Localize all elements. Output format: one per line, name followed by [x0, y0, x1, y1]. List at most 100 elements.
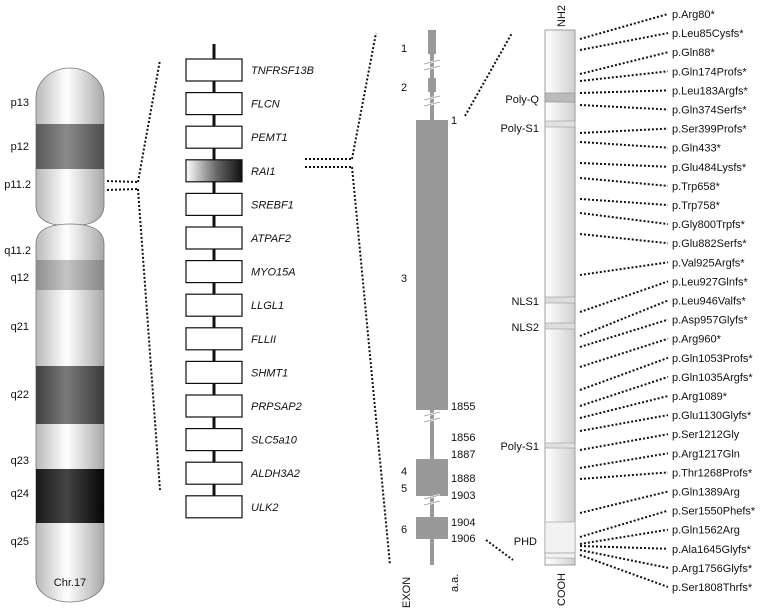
gene-box	[185, 495, 243, 519]
domain-polyq	[544, 92, 576, 103]
mutation-label: p.Arg960*	[672, 334, 722, 346]
mutation-label: p.Leu946Valfs*	[672, 296, 747, 308]
gene-label: ALDH3A2	[250, 468, 300, 480]
band-label: p13	[11, 97, 29, 109]
mutation-leader-line	[579, 452, 669, 469]
band-q12	[36, 260, 104, 290]
domain-nls1	[544, 296, 576, 304]
mutation-leader-line	[579, 318, 669, 348]
gene-label: SLC5a10	[251, 435, 298, 447]
gene-label: SHMT1	[251, 367, 288, 379]
aa-position: 1888	[451, 473, 475, 485]
gene-box	[185, 91, 243, 116]
mutation-leader-line	[579, 490, 669, 514]
mutation-leader-line	[579, 177, 669, 187]
mutation-label: p.Trp758*	[672, 200, 721, 212]
domain-label: Poly-Q	[505, 94, 539, 106]
exon-number: 4	[401, 466, 407, 478]
mutation-leader-line	[579, 233, 669, 245]
mutation-label: p.Arg1756Glyfs*	[672, 563, 753, 575]
mutation-leader-line	[579, 104, 669, 111]
gene-label: MYO15A	[251, 267, 296, 279]
mutation-label: p.Ser1808Thrfs*	[672, 582, 753, 594]
exon-number: 3	[401, 273, 407, 285]
exon-3	[416, 120, 448, 410]
mutation-leader-line	[579, 337, 669, 368]
band-label: q11.2	[4, 245, 31, 257]
gene-box	[185, 260, 243, 284]
aa-axis-label: a.a.	[449, 574, 461, 592]
mutation-label: p.Glu1130Glyfs*	[672, 410, 752, 422]
gene-box	[185, 327, 243, 351]
band-q22	[36, 366, 104, 424]
band-label: q12	[11, 272, 29, 284]
mutation-label: p.Gln1035Argfs*	[672, 372, 753, 384]
gene-box	[185, 125, 243, 149]
gene-box	[185, 394, 243, 418]
mutation-label: p.Ser1550Phefs*	[672, 506, 756, 518]
mutation-leader-line	[579, 261, 669, 276]
exon-2	[428, 78, 436, 92]
gene-box	[185, 159, 243, 183]
mutation-label: p.Arg80*	[672, 9, 716, 21]
band-label: p11.2	[4, 179, 31, 191]
mutation-leader-line	[579, 141, 669, 149]
exon-number: 6	[401, 524, 407, 536]
exon-axis-label: EXON	[401, 577, 413, 608]
band-label: q21	[11, 321, 29, 333]
domain-nls2	[544, 322, 576, 330]
c-terminus-label: COOH	[556, 573, 568, 606]
mutation-label: p.Gln433*	[672, 143, 722, 155]
band-label: q24	[11, 488, 29, 500]
intron-break-outline	[423, 59, 441, 506]
mutation-leader-line	[579, 13, 669, 40]
mutation-leader-line	[579, 32, 669, 51]
aa-position: 1855	[451, 401, 475, 413]
mutation-leader-line	[579, 70, 669, 82]
gene-box	[185, 192, 243, 216]
domain-label: Poly-S1	[500, 441, 539, 453]
mutation-leader-line	[579, 212, 669, 226]
mutation-label: p.Trp658*	[672, 181, 721, 193]
exon-6	[416, 517, 448, 539]
chromosome-17: p13 p12 p11.2 q11.2 q12 q21 q22 q23 q24 …	[4, 67, 105, 603]
mutation-leader-lines	[579, 13, 669, 588]
exon-connector	[464, 32, 514, 561]
gene-region: TNFRSF13BFLCNPEMT1RAI1SREBF1ATPAF2MYO15A…	[185, 44, 314, 519]
gene-label: PRPSAP2	[251, 401, 302, 413]
aa-position: 1	[451, 115, 457, 127]
exon-number: 5	[401, 483, 407, 495]
gene-label: FLLII	[251, 334, 276, 346]
mutation-leader-line	[579, 89, 669, 94]
domain-label: NLS2	[511, 322, 539, 334]
mutation-label: p.Val925Argfs*	[672, 257, 745, 269]
aa-position: 1906	[451, 533, 475, 545]
gene-box-list	[185, 58, 243, 519]
gene-connector	[305, 32, 391, 566]
domain-phd	[544, 521, 576, 559]
gene-box	[185, 428, 243, 452]
gene-label: FLCN	[251, 99, 280, 111]
mutation-label: p.Leu85Cysfs*	[672, 28, 744, 40]
mutation-label: p.Glu882Serfs*	[672, 238, 747, 250]
n-terminus-label: NH2	[556, 5, 568, 27]
aa-position: 1903	[451, 490, 475, 502]
mutation-label: p.Gln174Profs*	[672, 66, 747, 78]
domain-polys1-b	[544, 442, 576, 449]
mutation-label: p.Arg1089*	[672, 391, 728, 403]
mutation-leader-line	[579, 433, 669, 451]
gene-box	[185, 293, 243, 317]
aa-position: 1887	[451, 449, 475, 461]
band-p12	[36, 124, 104, 169]
exon-1	[428, 30, 436, 54]
mutation-label: p.Arg1217Gln	[672, 448, 740, 460]
mutation-leader-line	[579, 509, 669, 538]
mutation-label: p.Gln1562Arg	[672, 525, 740, 537]
exon-number: 2	[401, 82, 407, 94]
mutation-label: p.Gly800Trpfs*	[672, 219, 746, 231]
exon-number: 1	[401, 43, 407, 55]
band-label: q22	[11, 389, 29, 401]
mutation-leader-line	[579, 51, 669, 75]
mutation-label: p.Thr1268Profs*	[672, 467, 753, 479]
